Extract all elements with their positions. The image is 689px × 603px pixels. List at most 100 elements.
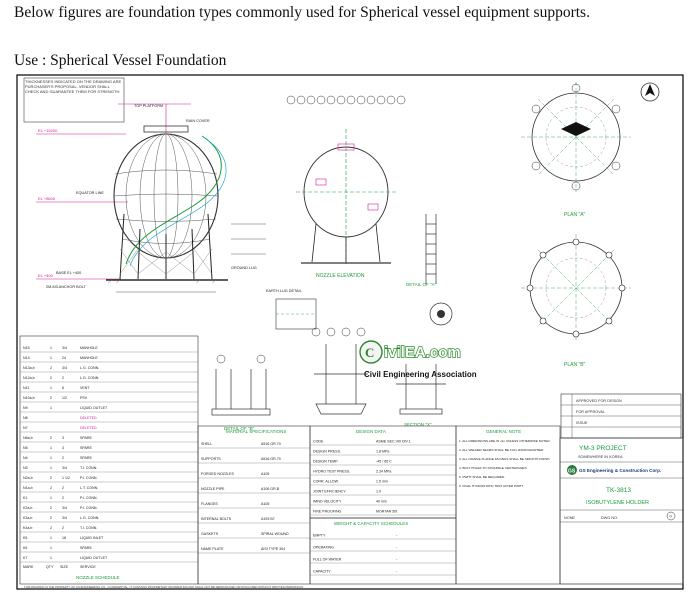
nozzle-elevation-title: NOZZLE ELEVATION (316, 273, 365, 279)
scale-value: NONE (564, 516, 575, 520)
nozzle-mark: N4 (23, 456, 28, 460)
nozzle-mark: K4a,b (23, 526, 32, 530)
material-part: SUPPORTS (201, 457, 221, 461)
material-spec: SPIRAL WOUND (261, 532, 289, 536)
nozzle-mark: N12a,b (23, 376, 35, 380)
nozzle-size: 1/2 (62, 396, 67, 400)
nozzle-qty: 1 (50, 466, 52, 470)
plan-b-view: PLAN "B" (521, 234, 631, 368)
svg-text:EL +400: EL +400 (38, 273, 54, 278)
nozzle-qty: 2 (50, 376, 52, 380)
nozzle-mark: K5 (23, 536, 27, 540)
nozzle-size: 3/4 (62, 506, 67, 510)
nozzle-mark: N6a,b (23, 436, 33, 440)
nozzle-mark: N8 (23, 416, 28, 420)
nozzle-service: P.I. CONN. (80, 506, 98, 510)
sphere-elevation-view: EL +15200 EL +8600 EL +400 (36, 103, 266, 293)
weight-rows: EMPTY-OPERATING-FULL OF WATER-CAPACITY- (310, 534, 456, 576)
nozzle-size: 3/4 (62, 346, 67, 350)
nozzle-qty: 1 (50, 556, 52, 560)
nozzle-qty: 2 (50, 476, 52, 480)
general-note-line: 2. ALL WELDED SEAMS SHALL BE FULL RADIOG… (459, 448, 544, 452)
nozzle-mark: N14 (23, 356, 30, 360)
nozzle-service: PSV (80, 396, 88, 400)
weight-capacity-title: WEIGHT & CAPACITY SCHEDULES (334, 521, 408, 526)
nozzle-service: P.I. CONN. (80, 476, 98, 480)
material-part: INTERNAL BOLTS (201, 517, 232, 521)
nozzle-size: 3/4 (62, 466, 67, 470)
nozzle-qty: 1 (50, 446, 52, 450)
material-part: GASKETS (201, 532, 219, 536)
nozzle-service: LIQUID OUTLET (80, 556, 108, 560)
earth-lug-detail: EARTH LUG DETAIL (266, 289, 317, 330)
nozzle-size: 6 (62, 386, 64, 390)
nozzle-size: 1 1/2 (62, 476, 70, 480)
material-part: SHELL (201, 442, 212, 446)
nozzle-qty: 2 (50, 516, 52, 520)
nozzle-mark: N5 (23, 446, 28, 450)
design-value: 2.34 MPa (376, 470, 391, 474)
foundation-drawing: THICKNESSES INDICATED ON THE DRAWING ARE… (16, 74, 686, 596)
nozzle-qty: 1 (50, 356, 52, 360)
nozzle-mark: N7 (23, 426, 28, 430)
nozzle-elevation-view: NOZZLE ELEVATION (286, 95, 406, 279)
nozzle-service: DELETED (80, 426, 97, 430)
nozzle-qty: 2 (50, 436, 52, 440)
material-part: FLANGES (201, 502, 218, 506)
watermark-name: Civil Engineering Association (364, 370, 477, 379)
design-value: -45 / 65 C (376, 460, 392, 464)
revision-block: APPROVED FOR DESIGN FOR APPROVAL ISSUE (560, 393, 682, 439)
detail-d-view (311, 327, 368, 415)
svg-text:C: C (365, 345, 374, 360)
nozzle-qty: 2 (50, 526, 52, 530)
title-block: YM-3 PROJECT SOMEWHERE IN KOREA GS GS En… (559, 437, 684, 585)
nozzle-mark: N1a,b (23, 486, 33, 490)
section-x-title: SECTION "X" (404, 422, 432, 427)
nozzle-header-qty: QTY (46, 565, 54, 569)
nozzle-header-service: SERVICE (80, 565, 96, 569)
nozzle-service: L.G. CONN. (80, 516, 99, 520)
nozzle-qty: 2 (50, 396, 52, 400)
nozzle-schedule-title: NOZZLE SCHEDULE (76, 575, 120, 580)
nozzle-size: 2 (62, 486, 64, 490)
svg-text:GS: GS (568, 469, 576, 475)
detail-b-title: DETAIL OF "B" (224, 426, 255, 431)
dwg-no: DWG NO. (601, 516, 618, 520)
intro-text: Below figures are foundation types commo… (14, 4, 590, 21)
nozzle-service: MANHOLE (80, 356, 98, 360)
weight-item: CAPACITY (313, 570, 331, 574)
nozzle-mark: K2a,b (23, 506, 32, 510)
detail-a-title: DETAIL OF "A" (406, 282, 437, 287)
nozzle-size: 24 (62, 356, 66, 360)
nozzle-mark: K1 (23, 496, 27, 500)
svg-text:ivilEA.com: ivilEA.com (384, 344, 461, 361)
nozzle-size: 3/4 (62, 366, 67, 370)
nozzle-service: SPARE (80, 546, 93, 550)
nozzle-qty: 1 (50, 496, 52, 500)
revision-number: 0 (670, 514, 673, 519)
design-item: CORR. ALLOW. (313, 480, 339, 484)
plan-a-view: PLAN "A" (521, 82, 660, 218)
nozzle-size: 3 (62, 436, 64, 440)
nozzle-service: MANHOLE (80, 346, 98, 350)
nozzle-service: LIQUID OUTLET (80, 406, 108, 410)
design-item: DESIGN PRESS. (313, 450, 341, 454)
weight-value: - (396, 534, 398, 538)
design-value: ASME SEC.VIII DIV.1 (376, 440, 411, 444)
plan-a-title: PLAN "A" (564, 212, 586, 218)
general-note-line: 1. ALL DIMENSIONS ARE IN mm UNLESS OTHER… (459, 439, 551, 443)
nozzle-qty: 2 (50, 486, 52, 490)
nozzle-mark: N3 (23, 466, 28, 470)
design-item: DESIGN TEMP. (313, 460, 338, 464)
material-spec: A516 GR.70 (261, 457, 281, 461)
nozzle-service: DELETED (80, 416, 97, 420)
gs-logo-icon: GS (567, 465, 577, 475)
nozzle-header-mark: MARK (23, 565, 34, 569)
note-box-text: THICKNESSES INDICATED ON THE DRAWING ARE… (25, 79, 122, 94)
weight-capacity-table: WEIGHT & CAPACITY SCHEDULES EMPTY-OPERAT… (309, 517, 457, 585)
equator-line-label: EQUATOR LINE (76, 191, 104, 195)
watermark-logo: C ivilEA.com Civil Engineering Associati… (359, 340, 477, 379)
footer-note: THIS DRAWING IS THE PROPERTY OF GS ENGIN… (24, 585, 304, 589)
nozzle-service: L.G. CONN. (80, 366, 99, 370)
